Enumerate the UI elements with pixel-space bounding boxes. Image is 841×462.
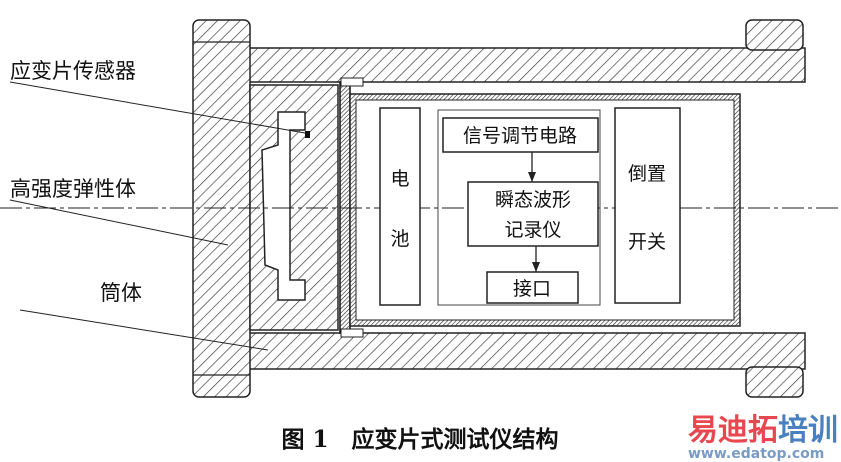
watermark-logo: 易迪拓 培训 www.edatop.com	[688, 413, 838, 462]
right-flange-top	[745, 19, 804, 51]
switch-box	[614, 107, 681, 304]
cavity	[261, 111, 306, 301]
cylinder-bottom-wall	[244, 332, 806, 370]
watermark-url: www.edatop.com	[688, 446, 824, 462]
signal-label: 信号调节电路	[463, 125, 577, 147]
switch-label-2: 开关	[628, 231, 666, 253]
sensor-label: 应变片传感器	[10, 59, 136, 83]
watermark-brand-red: 易迪拓	[688, 413, 778, 448]
interface-label: 接口	[513, 278, 551, 300]
interface-box	[486, 271, 579, 304]
cylinder-label: 筒体	[100, 281, 142, 305]
strain-gauge	[305, 131, 310, 138]
battery-box	[379, 107, 421, 306]
signal-box	[442, 117, 599, 153]
figure-caption: 图 1 应变片式测试仪结构	[281, 426, 558, 453]
recorder-label-2: 记录仪	[504, 219, 561, 241]
right-flange-bottom	[745, 366, 804, 398]
elastic-body-label: 高强度弹性体	[10, 177, 136, 201]
switch-label-1: 倒置	[628, 163, 666, 185]
cylinder-top-wall	[244, 47, 806, 83]
recorder-box	[467, 181, 599, 247]
watermark-brand-blue: 培训	[778, 413, 838, 448]
battery-label-1: 电	[390, 168, 409, 190]
battery-label-2: 池	[390, 228, 409, 250]
recorder-label-1: 瞬态波形	[495, 189, 571, 211]
